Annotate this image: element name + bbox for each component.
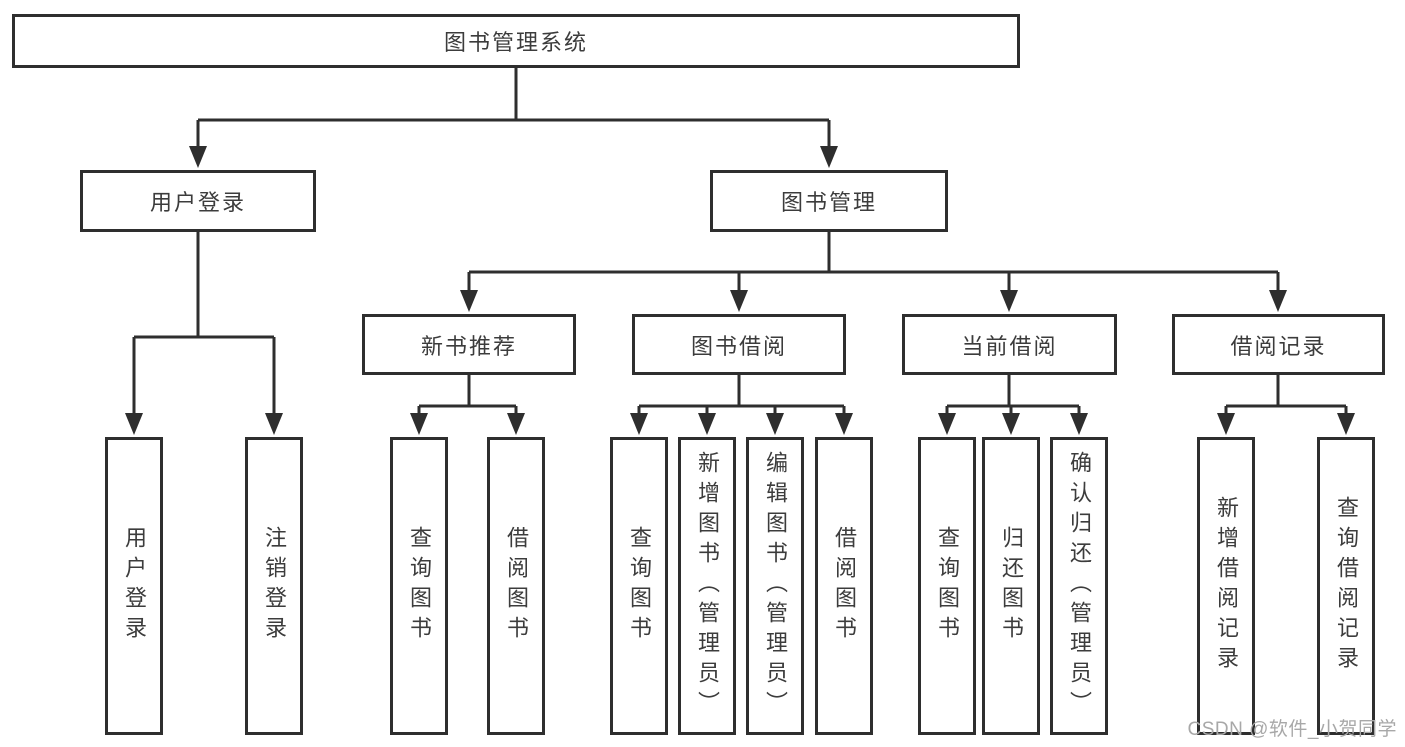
leaf-logout: 注销登录 <box>245 437 303 735</box>
node-user-login: 用户登录 <box>80 170 316 232</box>
leaf-confirm-return-admin: 确认归还（管理员） <box>1050 437 1108 735</box>
connector-arrowhead <box>766 413 784 435</box>
connector-arrowhead <box>1217 413 1235 435</box>
leaf-add-books-admin: 新增图书（管理员） <box>678 437 736 735</box>
connector-arrowhead <box>938 413 956 435</box>
leaf-edit-books-admin: 编辑图书（管理员） <box>746 437 804 735</box>
leaf-borrow-books-recommend: 借阅图书 <box>487 437 545 735</box>
connector-arrowhead <box>507 413 525 435</box>
connector-arrowhead <box>820 146 838 168</box>
leaf-return-books: 归还图书 <box>982 437 1040 735</box>
csdn-watermark: CSDN @软件_小贺同学 <box>1187 719 1397 740</box>
node-book-borrowing: 图书借阅 <box>632 314 846 375</box>
connector-arrowhead <box>410 413 428 435</box>
connector-arrowhead <box>730 290 748 312</box>
connector-arrowhead <box>630 413 648 435</box>
leaf-query-books-borrowing: 查询图书 <box>610 437 668 735</box>
node-book-management: 图书管理 <box>710 170 948 232</box>
leaf-query-books-recommend: 查询图书 <box>390 437 448 735</box>
leaf-add-borrow-record: 新增借阅记录 <box>1197 437 1255 735</box>
node-current-borrowing: 当前借阅 <box>902 314 1117 375</box>
connector-arrowhead <box>189 146 207 168</box>
connector-arrowhead <box>125 413 143 435</box>
node-new-book-recommendation: 新书推荐 <box>362 314 576 375</box>
leaf-borrow-books-borrowing: 借阅图书 <box>815 437 873 735</box>
leaf-query-books-current: 查询图书 <box>918 437 976 735</box>
connector-arrowhead <box>1002 413 1020 435</box>
node-library-management-system: 图书管理系统 <box>12 14 1020 68</box>
connector-arrowhead <box>265 413 283 435</box>
connector-arrowhead <box>460 290 478 312</box>
connector-arrowhead <box>835 413 853 435</box>
connector-arrowhead <box>698 413 716 435</box>
leaf-user-login: 用户登录 <box>105 437 163 735</box>
connector-arrowhead <box>1000 290 1018 312</box>
leaf-query-borrow-record: 查询借阅记录 <box>1317 437 1375 735</box>
connector-arrowhead <box>1070 413 1088 435</box>
node-borrowing-records: 借阅记录 <box>1172 314 1385 375</box>
connector-arrowhead <box>1337 413 1355 435</box>
connector-arrowhead <box>1269 290 1287 312</box>
